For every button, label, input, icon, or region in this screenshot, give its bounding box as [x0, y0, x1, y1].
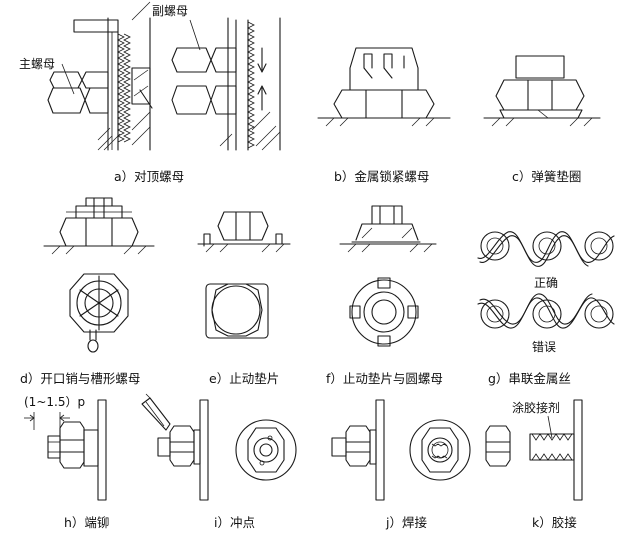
adhesive-label: 涂胶接剂 [512, 400, 560, 415]
panel-e-tab-washer: e）止动垫片 [197, 211, 291, 386]
bolt-a [73, 19, 131, 151]
main-nut-a [47, 87, 153, 114]
caption-e: e）止动垫片 [209, 371, 279, 386]
panel-i-punching: i）冲点 [141, 393, 297, 530]
panel-d-cotter-pin-slotted-nut: d）开口销与槽形螺母 [20, 197, 155, 386]
bolt-a2 [235, 19, 255, 151]
panel-g-safety-wire: 正确 错误 g）串联金属丝 [477, 231, 615, 386]
caption-h: h）端铆 [64, 515, 109, 530]
secondary-nut-label-group: 副螺母 [152, 4, 201, 51]
nut-section-a [131, 67, 151, 105]
caption-d: d）开口销与槽形螺母 [20, 371, 140, 386]
panel-j-welding: j）焊接 [331, 399, 471, 530]
nut-body-b [333, 89, 435, 119]
lock-ring-b [349, 47, 419, 91]
wire-wrong [477, 293, 615, 329]
main-nut-label: 主螺母 [19, 57, 55, 71]
secondary-nut-a [49, 71, 109, 89]
panel-k-adhesive: 涂胶接剂 k）胶接 [485, 399, 583, 530]
punch-tool [141, 393, 171, 431]
caption-j: j）焊接 [385, 515, 427, 530]
caption-c: c）弹簧垫圈 [512, 169, 581, 184]
panel-f-tab-washer-round-nut: f）止动垫片与圆螺母 [326, 205, 443, 386]
panel-c-spring-washer: c）弹簧垫圈 [483, 55, 601, 184]
wire-correct [477, 231, 615, 267]
caption-f: f）止动垫片与圆螺母 [326, 371, 443, 386]
main-nut-label-group: 主螺母 [19, 57, 75, 95]
secondary-nut-a2 [171, 47, 237, 73]
secondary-nut-label: 副螺母 [152, 4, 188, 18]
rivet-length-label: (1~1.5）p [24, 395, 85, 409]
panel-h-end-riveting: (1~1.5）p h）端铆 [24, 395, 109, 530]
arrows-a2 [257, 47, 267, 111]
caption-i: i）冲点 [214, 515, 255, 530]
main-nut-a2 [171, 85, 237, 115]
caption-g: g）串联金属丝 [488, 371, 571, 386]
caption-a: a）对顶螺母 [114, 169, 184, 184]
panel-a-jam-nuts: 主螺母 a）对顶螺母 [19, 1, 184, 184]
correct-label: 正确 [534, 276, 558, 290]
panel-b-metal-lock-nut: b）金属锁紧螺母 [317, 47, 451, 184]
wrong-label: 错误 [532, 340, 556, 354]
caption-b: b）金属锁紧螺母 [334, 169, 429, 184]
caption-k: k）胶接 [532, 515, 577, 530]
plate-a2 [219, 17, 281, 151]
panel-a-jam-nuts-2: 副螺母 [152, 4, 281, 151]
